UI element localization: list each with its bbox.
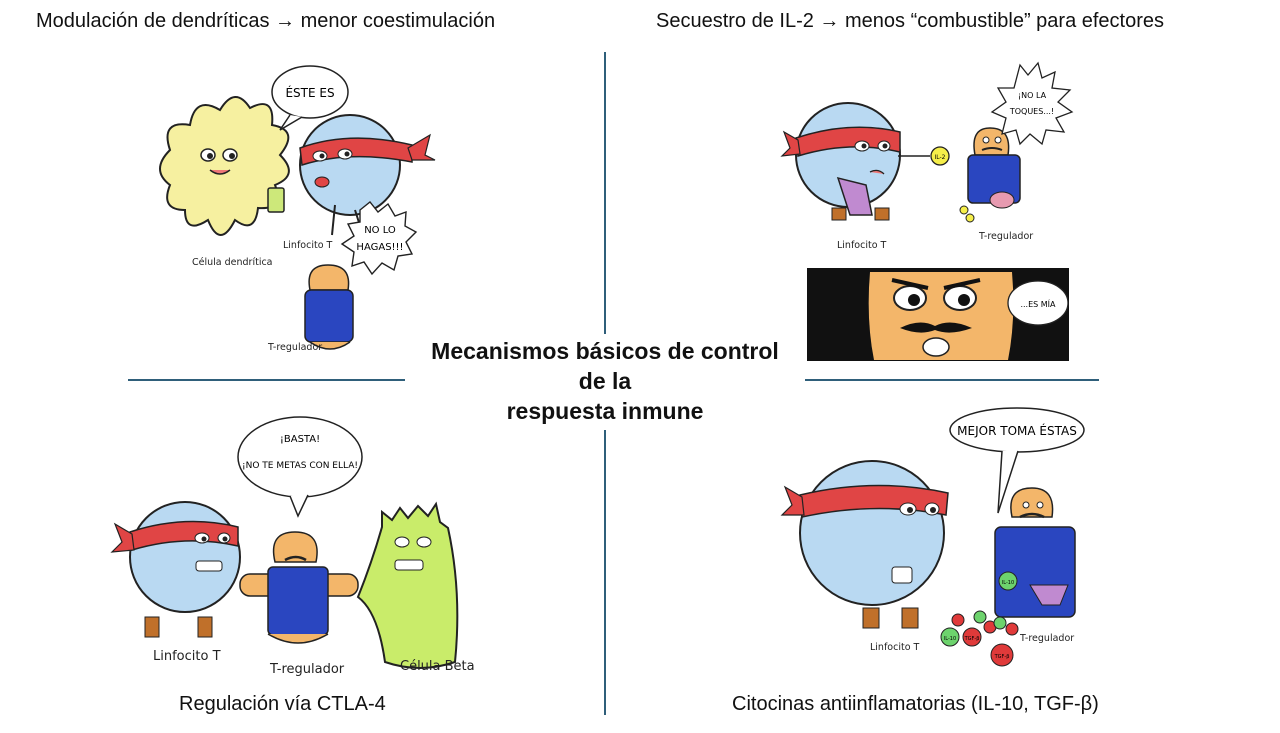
label-treg-br: T-regulador xyxy=(1020,633,1075,644)
bubble-este-es: ÉSTE ES xyxy=(285,85,334,100)
center-title-line-2: de la xyxy=(578,368,632,394)
dendritic-cell xyxy=(159,96,290,236)
caption-bottom-right: Citocinas antiinflamatorias (IL-10, TGF-… xyxy=(732,693,1099,715)
caption-top-right: Secuestro de IL-2 → menos “combustible” … xyxy=(656,10,1165,32)
caption-top-left: Modulación de dendríticas → menor coesti… xyxy=(36,10,496,32)
bandana xyxy=(299,137,413,166)
svg-text:TOQUES...!: TOQUES...! xyxy=(1009,107,1054,116)
treg-vest xyxy=(304,289,354,343)
label-lymphocyte: Linfocito T xyxy=(283,240,333,251)
caption-bottom-left: Regulación vía CTLA-4 xyxy=(179,693,386,715)
panel-dendritic-modulation: ÉSTE ES NO LO HAGAS!!! Célula dendrítica… xyxy=(150,60,450,360)
svg-text:HAGAS!!!: HAGAS!!! xyxy=(356,242,403,253)
center-title-line-3: respuesta inmune xyxy=(506,398,704,424)
label-lymphocyte-bl: Linfocito T xyxy=(153,649,221,664)
center-title: Mecanismos básicos de control de la resp… xyxy=(405,336,805,426)
illustration-il2: IL-2 ¡NO LA TOQUES...! ...ES MÍA xyxy=(780,61,1074,361)
svg-text:TGF-β: TGF-β xyxy=(964,636,980,642)
svg-text:NO LO: NO LO xyxy=(364,225,396,236)
svg-text:IL-10: IL-10 xyxy=(944,636,956,642)
panel-ctla4: ¡BASTA! ¡NO TE METAS CON ELLA! Linfocito… xyxy=(110,412,480,682)
label-treg-tr: T-regulador xyxy=(979,231,1034,242)
divider-horizontal-right xyxy=(773,379,1099,381)
label-beta-cell: Célula Beta xyxy=(400,659,475,674)
panel-antiinflammatory-cytokines: MEJOR TOMA ÉSTAS IL-10 IL-10 TGF-β TGF-β… xyxy=(780,405,1100,680)
svg-text:TGF-β: TGF-β xyxy=(994,654,1010,660)
label-lymphocyte-tr: Linfocito T xyxy=(837,240,887,251)
divider-horizontal-left xyxy=(128,379,454,381)
beta-cell xyxy=(356,501,459,669)
svg-text:...ES MÍA: ...ES MÍA xyxy=(1020,298,1056,309)
divider-vertical-bottom xyxy=(604,430,606,715)
center-title-line-1: Mecanismos básicos de control xyxy=(431,338,779,364)
lymphocyte-cell xyxy=(299,114,401,216)
label-dendritic-cell: Célula dendrítica xyxy=(192,257,273,268)
label-treg-bl: T-regulador xyxy=(270,662,345,677)
label-treg: T-regulador xyxy=(268,342,323,353)
svg-text:IL-10: IL-10 xyxy=(1002,580,1014,586)
illustration-cytokines: MEJOR TOMA ÉSTAS IL-10 IL-10 TGF-β TGF-β xyxy=(780,407,1085,667)
svg-text:MEJOR TOMA ÉSTAS: MEJOR TOMA ÉSTAS xyxy=(957,423,1077,438)
panel-il2-sequestration: IL-2 ¡NO LA TOQUES...! ...ES MÍA Linfoci… xyxy=(780,60,1090,365)
label-lymphocyte-br: Linfocito T xyxy=(870,642,920,653)
svg-text:¡NO TE METAS CON ELLA!: ¡NO TE METAS CON ELLA! xyxy=(242,461,358,471)
svg-text:¡NO LA: ¡NO LA xyxy=(1018,91,1047,100)
illustration-ctla4: ¡BASTA! ¡NO TE METAS CON ELLA! xyxy=(110,416,459,669)
svg-text:IL-2: IL-2 xyxy=(935,154,946,161)
illustration-dendritic: ÉSTE ES NO LO HAGAS!!! xyxy=(159,65,436,350)
divider-vertical-top xyxy=(604,52,606,334)
svg-text:¡BASTA!: ¡BASTA! xyxy=(280,434,320,445)
